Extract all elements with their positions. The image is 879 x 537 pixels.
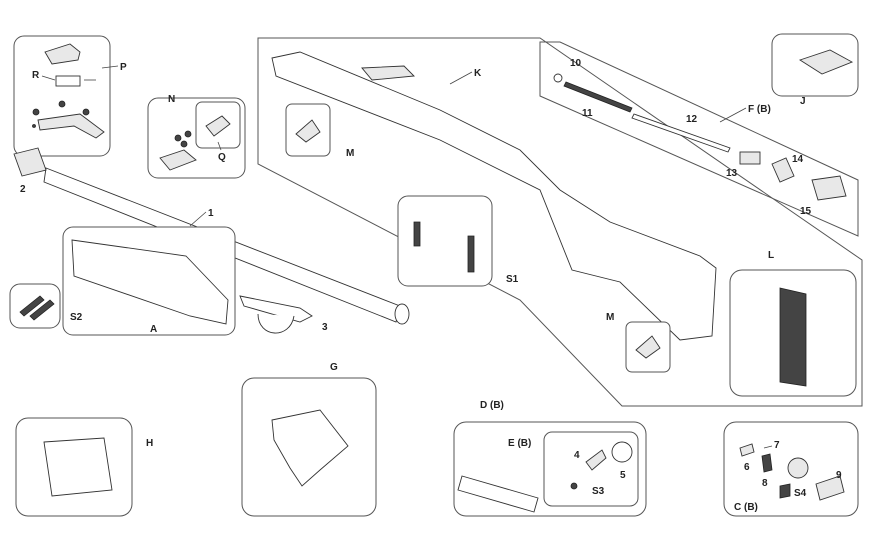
label-11: 11 (582, 108, 593, 119)
part-5 (611, 441, 633, 463)
label-n: N (168, 94, 175, 105)
scope-base (37, 113, 105, 139)
label-9: 9 (836, 470, 842, 481)
part-4 (585, 449, 607, 471)
group-f-bolt: 10 11 12 13 14 15 F (B) (539, 41, 859, 237)
screw-p3 (82, 108, 90, 116)
trigger-guard-plate (239, 295, 313, 323)
action-screw-1 (413, 221, 421, 247)
rear-sight-base (159, 149, 197, 171)
scope-rail-r (55, 75, 81, 87)
label-q: Q (218, 152, 226, 163)
group-k-stock: K M (257, 37, 863, 407)
bolt-sleeve-13 (739, 151, 761, 165)
label-12: 12 (686, 114, 698, 125)
group-s2: S2 (9, 283, 83, 329)
group-d-e: D (B) E (B) 4 5 S3 (453, 400, 647, 517)
group-n-q: N Q (147, 94, 246, 179)
label-2: 2 (20, 184, 26, 195)
screw-p1 (32, 108, 40, 116)
label-c: C (B) (734, 502, 758, 513)
receiver-a (71, 239, 229, 325)
group-s1-box (397, 195, 493, 287)
group-a-receiver: A (62, 226, 236, 336)
label-3: 3 (322, 322, 328, 333)
label-1: 1 (208, 208, 214, 219)
label-14: 14 (792, 154, 804, 165)
group-l: L (729, 250, 857, 397)
label-p: P (120, 62, 127, 73)
tube-d (457, 475, 539, 513)
label-f: F (B) (748, 104, 771, 115)
label-e: E (B) (508, 438, 531, 449)
screw-s3 (570, 482, 578, 490)
label-s3: S3 (592, 486, 605, 497)
label-m-2: M (606, 312, 614, 323)
part-8 (761, 453, 773, 473)
label-s4: S4 (794, 488, 807, 499)
label-j: J (800, 96, 806, 107)
bolt-shroud-14 (771, 157, 795, 183)
label-m-1: M (346, 148, 354, 159)
label-k: K (474, 68, 482, 79)
part-s4 (779, 483, 791, 499)
group-j: J (771, 33, 859, 107)
label-5: 5 (620, 470, 626, 481)
sling-swivel-m1 (295, 119, 321, 143)
action-screw-2 (467, 235, 475, 273)
label-s1: S1 (506, 274, 519, 285)
bolt-head-c (787, 457, 809, 479)
group-g-trigger: G (241, 362, 377, 517)
screw-p2 (58, 100, 66, 108)
recoil-pad-l (779, 287, 807, 387)
label-d: D (B) (480, 400, 504, 411)
front-sight-q (205, 115, 231, 137)
stock-k (271, 51, 717, 341)
group-m2: M (606, 312, 671, 373)
label-10: 10 (570, 58, 582, 69)
trigger-guard-3: 3 (239, 295, 328, 334)
group-k-outline (257, 37, 863, 407)
firing-pin-12 (631, 113, 731, 153)
label-6: 6 (744, 462, 750, 473)
part-9 (815, 475, 845, 501)
label-a: A (150, 324, 157, 335)
rail-adapter-j (798, 49, 854, 75)
label-h: H (146, 438, 153, 449)
bolt-knob-15 (811, 175, 847, 201)
muzzle-brake-2 (13, 147, 47, 177)
group-h-magazine: H (15, 417, 153, 517)
label-r: R (32, 70, 40, 81)
label-s2: S2 (70, 312, 83, 323)
label-8: 8 (762, 478, 768, 489)
group-p-scope-mounts: P R (13, 35, 127, 157)
sling-swivel-m2 (635, 335, 661, 359)
group-c: 6 7 8 9 S4 C (B) (723, 421, 859, 517)
label-15: 15 (800, 206, 812, 217)
label-7: 7 (774, 440, 780, 451)
scope-mount-cap (44, 43, 81, 65)
label-4: 4 (574, 450, 580, 461)
washer-10 (553, 73, 563, 83)
trigger-guard-loop (257, 313, 295, 334)
magazine-h (43, 437, 113, 497)
group-s1: S1 (397, 195, 519, 287)
part-6 (739, 443, 755, 457)
barrel-end (394, 303, 410, 325)
label-13: 13 (726, 168, 738, 179)
label-g: G (330, 362, 338, 373)
stock-insert (361, 65, 415, 81)
trigger-group-g (271, 409, 349, 487)
label-l: L (768, 250, 774, 261)
group-f-outline (539, 41, 859, 237)
spring-11 (563, 81, 633, 113)
